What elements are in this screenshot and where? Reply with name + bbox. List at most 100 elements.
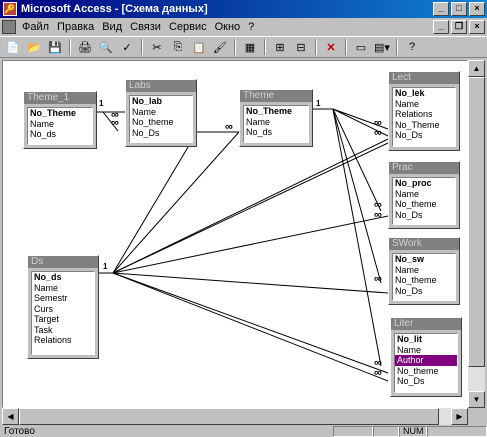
field-list[interactable]: No_lek Name Relations No_Theme No_Ds xyxy=(392,87,456,147)
print-icon[interactable]: 🖨 xyxy=(78,41,92,54)
print-preview-icon[interactable]: 🔍 xyxy=(99,41,113,54)
doc-minimize-button[interactable]: _ xyxy=(433,20,449,34)
field-item[interactable]: No_ds xyxy=(30,129,57,139)
field-item[interactable]: Name xyxy=(30,118,55,129)
field-item[interactable]: Relations xyxy=(34,335,72,345)
field-item[interactable]: No_Ds xyxy=(132,127,160,138)
document-icon[interactable] xyxy=(2,20,16,34)
relation-line[interactable] xyxy=(112,272,389,294)
doc-close-button[interactable]: × xyxy=(469,20,485,34)
scroll-up-button[interactable]: ▲ xyxy=(468,60,485,77)
relation-line[interactable] xyxy=(102,111,119,132)
relation-line[interactable] xyxy=(332,108,382,212)
relation-line[interactable] xyxy=(112,272,389,374)
table-liter[interactable]: Liter No_lit Name Author No_theme No_Ds xyxy=(390,317,462,397)
table-title[interactable]: Ds xyxy=(28,256,98,268)
field-item-selected[interactable]: Author xyxy=(395,355,457,366)
relation-line[interactable] xyxy=(112,131,198,274)
show-table-icon[interactable]: ▦ xyxy=(244,41,256,54)
database-window-icon[interactable]: ▭ xyxy=(355,41,367,54)
title-bar[interactable]: 🔑 Microsoft Access - [Схема данных] _ □ … xyxy=(0,0,487,18)
table-title[interactable]: Lect xyxy=(389,72,459,84)
close-button[interactable]: × xyxy=(469,2,485,16)
field-item[interactable]: No_Ds xyxy=(395,209,423,220)
format-painter-icon[interactable]: 🖌 xyxy=(213,41,227,54)
access-app-icon[interactable]: 🔑 xyxy=(3,2,17,16)
field-list[interactable]: No_sw Name No_theme No_Ds xyxy=(392,253,456,301)
vertical-scrollbar[interactable]: ▲ ▼ xyxy=(468,60,485,408)
copy-icon[interactable]: ⎘ xyxy=(173,40,183,53)
relation-line[interactable] xyxy=(112,138,389,274)
paste-icon[interactable]: 📋 xyxy=(192,41,206,54)
show-all-icon[interactable]: ⊟ xyxy=(296,41,306,54)
relation-line[interactable] xyxy=(332,108,382,284)
field-list[interactable]: No_ds Name Semestr Curs Target Task Rela… xyxy=(31,271,95,355)
relation-line[interactable] xyxy=(112,215,389,274)
delete-icon[interactable]: ✕ xyxy=(326,41,336,54)
field-item[interactable]: No_Ds xyxy=(395,285,423,296)
field-item[interactable]: Name xyxy=(132,106,157,117)
field-item[interactable]: Task xyxy=(34,324,53,335)
open-icon[interactable]: 📂 xyxy=(27,41,41,54)
field-item[interactable]: No_sw xyxy=(395,254,425,264)
table-theme[interactable]: Theme No_Theme Name No_ds xyxy=(239,89,313,147)
field-item[interactable]: Name xyxy=(395,98,420,109)
show-direct-icon[interactable]: ⊞ xyxy=(275,41,285,54)
spelling-icon[interactable]: ✓ xyxy=(122,41,132,54)
field-item[interactable]: Name xyxy=(395,188,420,199)
field-item[interactable]: No_Theme xyxy=(395,119,440,130)
table-lect[interactable]: Lect No_lek Name Relations No_Theme No_D… xyxy=(388,71,460,151)
table-title[interactable]: SWork xyxy=(389,238,459,250)
table-title[interactable]: Liter xyxy=(391,318,461,330)
field-item[interactable]: No_theme xyxy=(132,117,174,127)
table-theme1[interactable]: Theme_1 No_Theme Name No_ds xyxy=(23,91,97,149)
menu-file[interactable]: Файл xyxy=(22,21,50,33)
field-item[interactable]: Name xyxy=(395,264,420,275)
minimize-button[interactable]: _ xyxy=(433,2,449,16)
field-item[interactable]: No_theme xyxy=(395,275,437,285)
field-item[interactable]: Target xyxy=(34,314,60,324)
field-item[interactable]: No_lab xyxy=(132,96,163,106)
field-item[interactable]: Name xyxy=(34,282,59,293)
table-prac[interactable]: Prac No_proc Name No_theme No_Ds xyxy=(388,161,460,229)
field-item[interactable]: No_proc xyxy=(395,178,432,188)
table-title[interactable]: Theme xyxy=(240,90,312,102)
horizontal-scrollbar[interactable]: ◀ ▶ xyxy=(2,408,468,425)
scroll-left-button[interactable]: ◀ xyxy=(2,408,19,425)
field-item[interactable]: Name xyxy=(246,116,271,127)
field-item[interactable]: No_ds xyxy=(246,127,273,137)
relation-line[interactable] xyxy=(112,142,389,274)
relation-line[interactable] xyxy=(112,131,240,274)
menu-relations[interactable]: Связи xyxy=(130,21,161,33)
field-list[interactable]: No_Theme Name No_ds xyxy=(243,105,309,143)
field-item[interactable]: No_Theme xyxy=(30,108,77,118)
field-item[interactable]: Semestr xyxy=(34,293,68,303)
field-list[interactable]: No_lab Name No_theme No_Ds xyxy=(129,95,193,143)
field-list[interactable]: No_Theme Name No_ds xyxy=(27,107,93,145)
table-swork[interactable]: SWork No_sw Name No_theme No_Ds xyxy=(388,237,460,305)
maximize-button[interactable]: □ xyxy=(451,2,467,16)
field-item[interactable]: Name xyxy=(397,344,422,355)
field-item[interactable]: No_Theme xyxy=(246,106,293,116)
field-item[interactable]: Relations xyxy=(395,109,433,119)
field-item[interactable]: No_Ds xyxy=(395,130,423,140)
field-list[interactable]: No_lit Name Author No_theme No_Ds xyxy=(394,333,458,393)
field-item[interactable]: No_lek xyxy=(395,88,425,98)
menu-window[interactable]: Окно xyxy=(214,21,241,33)
doc-restore-button[interactable]: ❐ xyxy=(451,20,467,34)
field-item[interactable]: No_theme xyxy=(397,365,439,376)
field-list[interactable]: No_proc Name No_theme No_Ds xyxy=(392,177,456,225)
field-item[interactable]: Curs xyxy=(34,303,54,314)
scroll-right-button[interactable]: ▶ xyxy=(451,408,468,425)
cut-icon[interactable]: ✂ xyxy=(152,41,162,54)
relationships-canvas[interactable]: 1 ∞ ∞ ∞ 1 1 ∞ ∞ ∞ ∞ ∞ ∞ ∞ Theme_1 No_The… xyxy=(2,60,468,408)
table-title[interactable]: Prac xyxy=(389,162,459,174)
help-icon[interactable]: ? xyxy=(408,41,416,53)
save-icon[interactable]: 💾 xyxy=(48,41,62,54)
horizontal-scroll-thumb[interactable] xyxy=(19,408,439,425)
relation-line[interactable] xyxy=(112,272,389,382)
table-title[interactable]: Labs xyxy=(126,80,196,92)
menu-view[interactable]: Вид xyxy=(102,21,123,33)
relation-line[interactable] xyxy=(332,108,389,130)
scroll-down-button[interactable]: ▼ xyxy=(468,391,485,408)
